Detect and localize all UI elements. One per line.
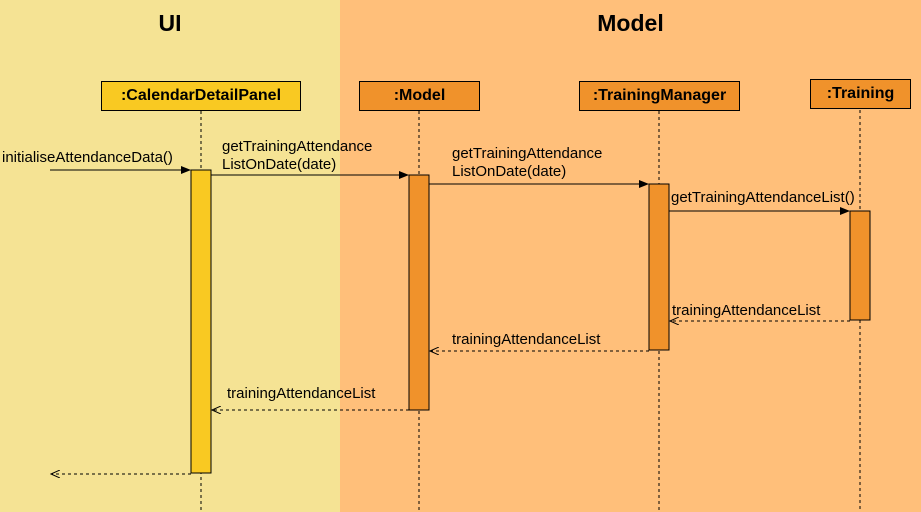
activation-training-manager bbox=[648, 183, 670, 351]
model-region-title: Model bbox=[597, 10, 664, 36]
message-label-return-training-attendance-list-1: trainingAttendanceList bbox=[672, 302, 821, 319]
message-label-return-training-attendance-list-2: trainingAttendanceList bbox=[452, 331, 601, 348]
message-label-get-training-attendance-list: getTrainingAttendanceList() bbox=[671, 189, 855, 206]
message-label-get-training-attendance-list-on-date-2: getTrainingAttendance ListOnDate(date) bbox=[452, 145, 602, 181]
activation-training bbox=[849, 210, 871, 321]
message-label-get-training-attendance-list-on-date-1: getTrainingAttendance ListOnDate(date) bbox=[222, 138, 372, 174]
message-label-line: ListOnDate(date) bbox=[222, 156, 337, 173]
participant-training-manager: :TrainingManager bbox=[579, 81, 740, 111]
message-label-line: ListOnDate(date) bbox=[452, 163, 567, 180]
participant-calendar-detail-panel: :CalendarDetailPanel bbox=[101, 81, 301, 111]
ui-region-title: UI bbox=[158, 10, 182, 36]
participant-training: :Training bbox=[810, 79, 911, 109]
participant-model: :Model bbox=[359, 81, 480, 111]
activation-calendar-detail-panel bbox=[190, 169, 212, 474]
message-label-line: getTrainingAttendance bbox=[452, 145, 603, 162]
message-label-line: getTrainingAttendance bbox=[222, 138, 373, 155]
activation-model bbox=[408, 174, 430, 411]
message-label-initialise-attendance-data: initialiseAttendanceData() bbox=[2, 149, 173, 166]
message-label-return-training-attendance-list-3: trainingAttendanceList bbox=[227, 385, 376, 402]
